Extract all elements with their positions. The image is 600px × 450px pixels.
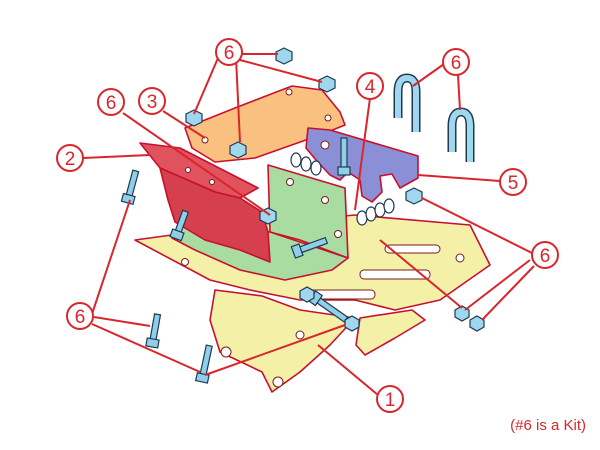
leader-6a-3 xyxy=(239,59,323,83)
callout-2-label: 2 xyxy=(65,149,76,170)
base-hole-3 xyxy=(220,346,232,358)
nut-orange xyxy=(229,141,247,159)
base-slot-3 xyxy=(384,244,441,254)
bolt-green-bracket xyxy=(290,236,329,259)
callout-4-label: 4 xyxy=(365,77,376,98)
leader-2 xyxy=(82,154,151,159)
base-hole-2 xyxy=(181,258,189,266)
callout-5-label: 5 xyxy=(508,173,519,194)
leader-6d-1 xyxy=(421,197,533,254)
base-slot-1 xyxy=(359,269,431,280)
callout-6-right-label: 6 xyxy=(540,246,551,267)
callout-5: 5 xyxy=(499,168,527,196)
leader-6a-2 xyxy=(235,57,241,143)
base-plate-tab xyxy=(355,309,426,356)
red-plate-face xyxy=(159,167,271,263)
base-plate-leg xyxy=(209,289,356,393)
callout-1: 1 xyxy=(376,385,404,413)
spacer-1 xyxy=(290,152,302,168)
callout-3: 3 xyxy=(138,87,166,115)
nut-base-1 xyxy=(299,286,315,303)
callout-4: 4 xyxy=(356,72,384,100)
nut-purple xyxy=(405,187,423,205)
green-hole-3 xyxy=(334,230,342,238)
callout-6-bottom-left: 6 xyxy=(66,302,94,330)
bolt-left-upper xyxy=(120,169,140,206)
part-3-orange-plate xyxy=(184,85,346,163)
bolt-purple-clamp xyxy=(337,137,351,176)
base-hole-1 xyxy=(455,253,465,263)
nut-top-2 xyxy=(318,75,336,93)
spacer-stack-upper xyxy=(290,152,322,176)
part-2-red-plate xyxy=(139,142,271,263)
spacer-3 xyxy=(310,160,322,176)
bolt-red-plate xyxy=(169,209,190,242)
base-hole-5 xyxy=(295,330,305,340)
leader-5 xyxy=(417,174,501,182)
nut-right-2 xyxy=(469,315,485,332)
purple-hole-1 xyxy=(320,140,330,150)
leader-6e-4 xyxy=(204,324,346,376)
leader-1 xyxy=(317,344,379,396)
bolt-leg xyxy=(194,344,213,384)
callout-6-top-label: 6 xyxy=(224,43,235,64)
spacer-2 xyxy=(300,156,312,172)
callout-6-top: 6 xyxy=(215,38,243,66)
leader-6c-1 xyxy=(412,63,445,87)
callout-6-bottom-left-label: 6 xyxy=(75,307,86,328)
leader-6e-3 xyxy=(91,323,201,373)
leader-6d-3 xyxy=(481,265,535,321)
bolt-left-lower xyxy=(145,313,162,349)
kit-note: (#6 is a Kit) xyxy=(510,417,586,434)
nut-top-3 xyxy=(185,109,203,127)
callout-6-left-label: 6 xyxy=(106,93,117,114)
callout-6-ubolt-label: 6 xyxy=(451,53,462,74)
orange-plate xyxy=(184,85,346,163)
leader-lines xyxy=(82,53,535,396)
nut-top-1 xyxy=(275,47,293,65)
callout-3-label: 3 xyxy=(147,92,158,113)
callout-6-right: 6 xyxy=(531,241,559,269)
green-hole-2 xyxy=(321,196,329,204)
red-hole-1 xyxy=(185,167,191,173)
nut-base-2 xyxy=(344,315,360,332)
u-bolt-1-fill xyxy=(395,74,419,132)
leader-4b xyxy=(379,239,463,309)
base-hole-4 xyxy=(272,376,284,388)
orange-hole-1 xyxy=(285,88,293,96)
callout-6-ubolt: 6 xyxy=(442,48,470,76)
spacer-7 xyxy=(383,198,395,214)
leader-6e-1 xyxy=(91,199,131,315)
orange-hole-2 xyxy=(324,114,332,122)
red-hole-2 xyxy=(209,179,215,185)
callout-6-left: 6 xyxy=(97,88,125,116)
callout-2: 2 xyxy=(56,144,84,172)
leader-6b xyxy=(122,112,271,216)
u-bolt-2-fill xyxy=(449,108,473,162)
spacer-stack-lower xyxy=(356,198,395,226)
leader-4 xyxy=(354,97,371,211)
callout-1-label: 1 xyxy=(385,390,396,411)
leader-6c-2 xyxy=(457,74,461,111)
leader-6d-2 xyxy=(464,259,531,311)
green-hole-1 xyxy=(286,178,294,186)
leader-6a-1 xyxy=(193,57,219,115)
leader-3 xyxy=(162,110,206,139)
leader-6e-2 xyxy=(93,316,151,327)
